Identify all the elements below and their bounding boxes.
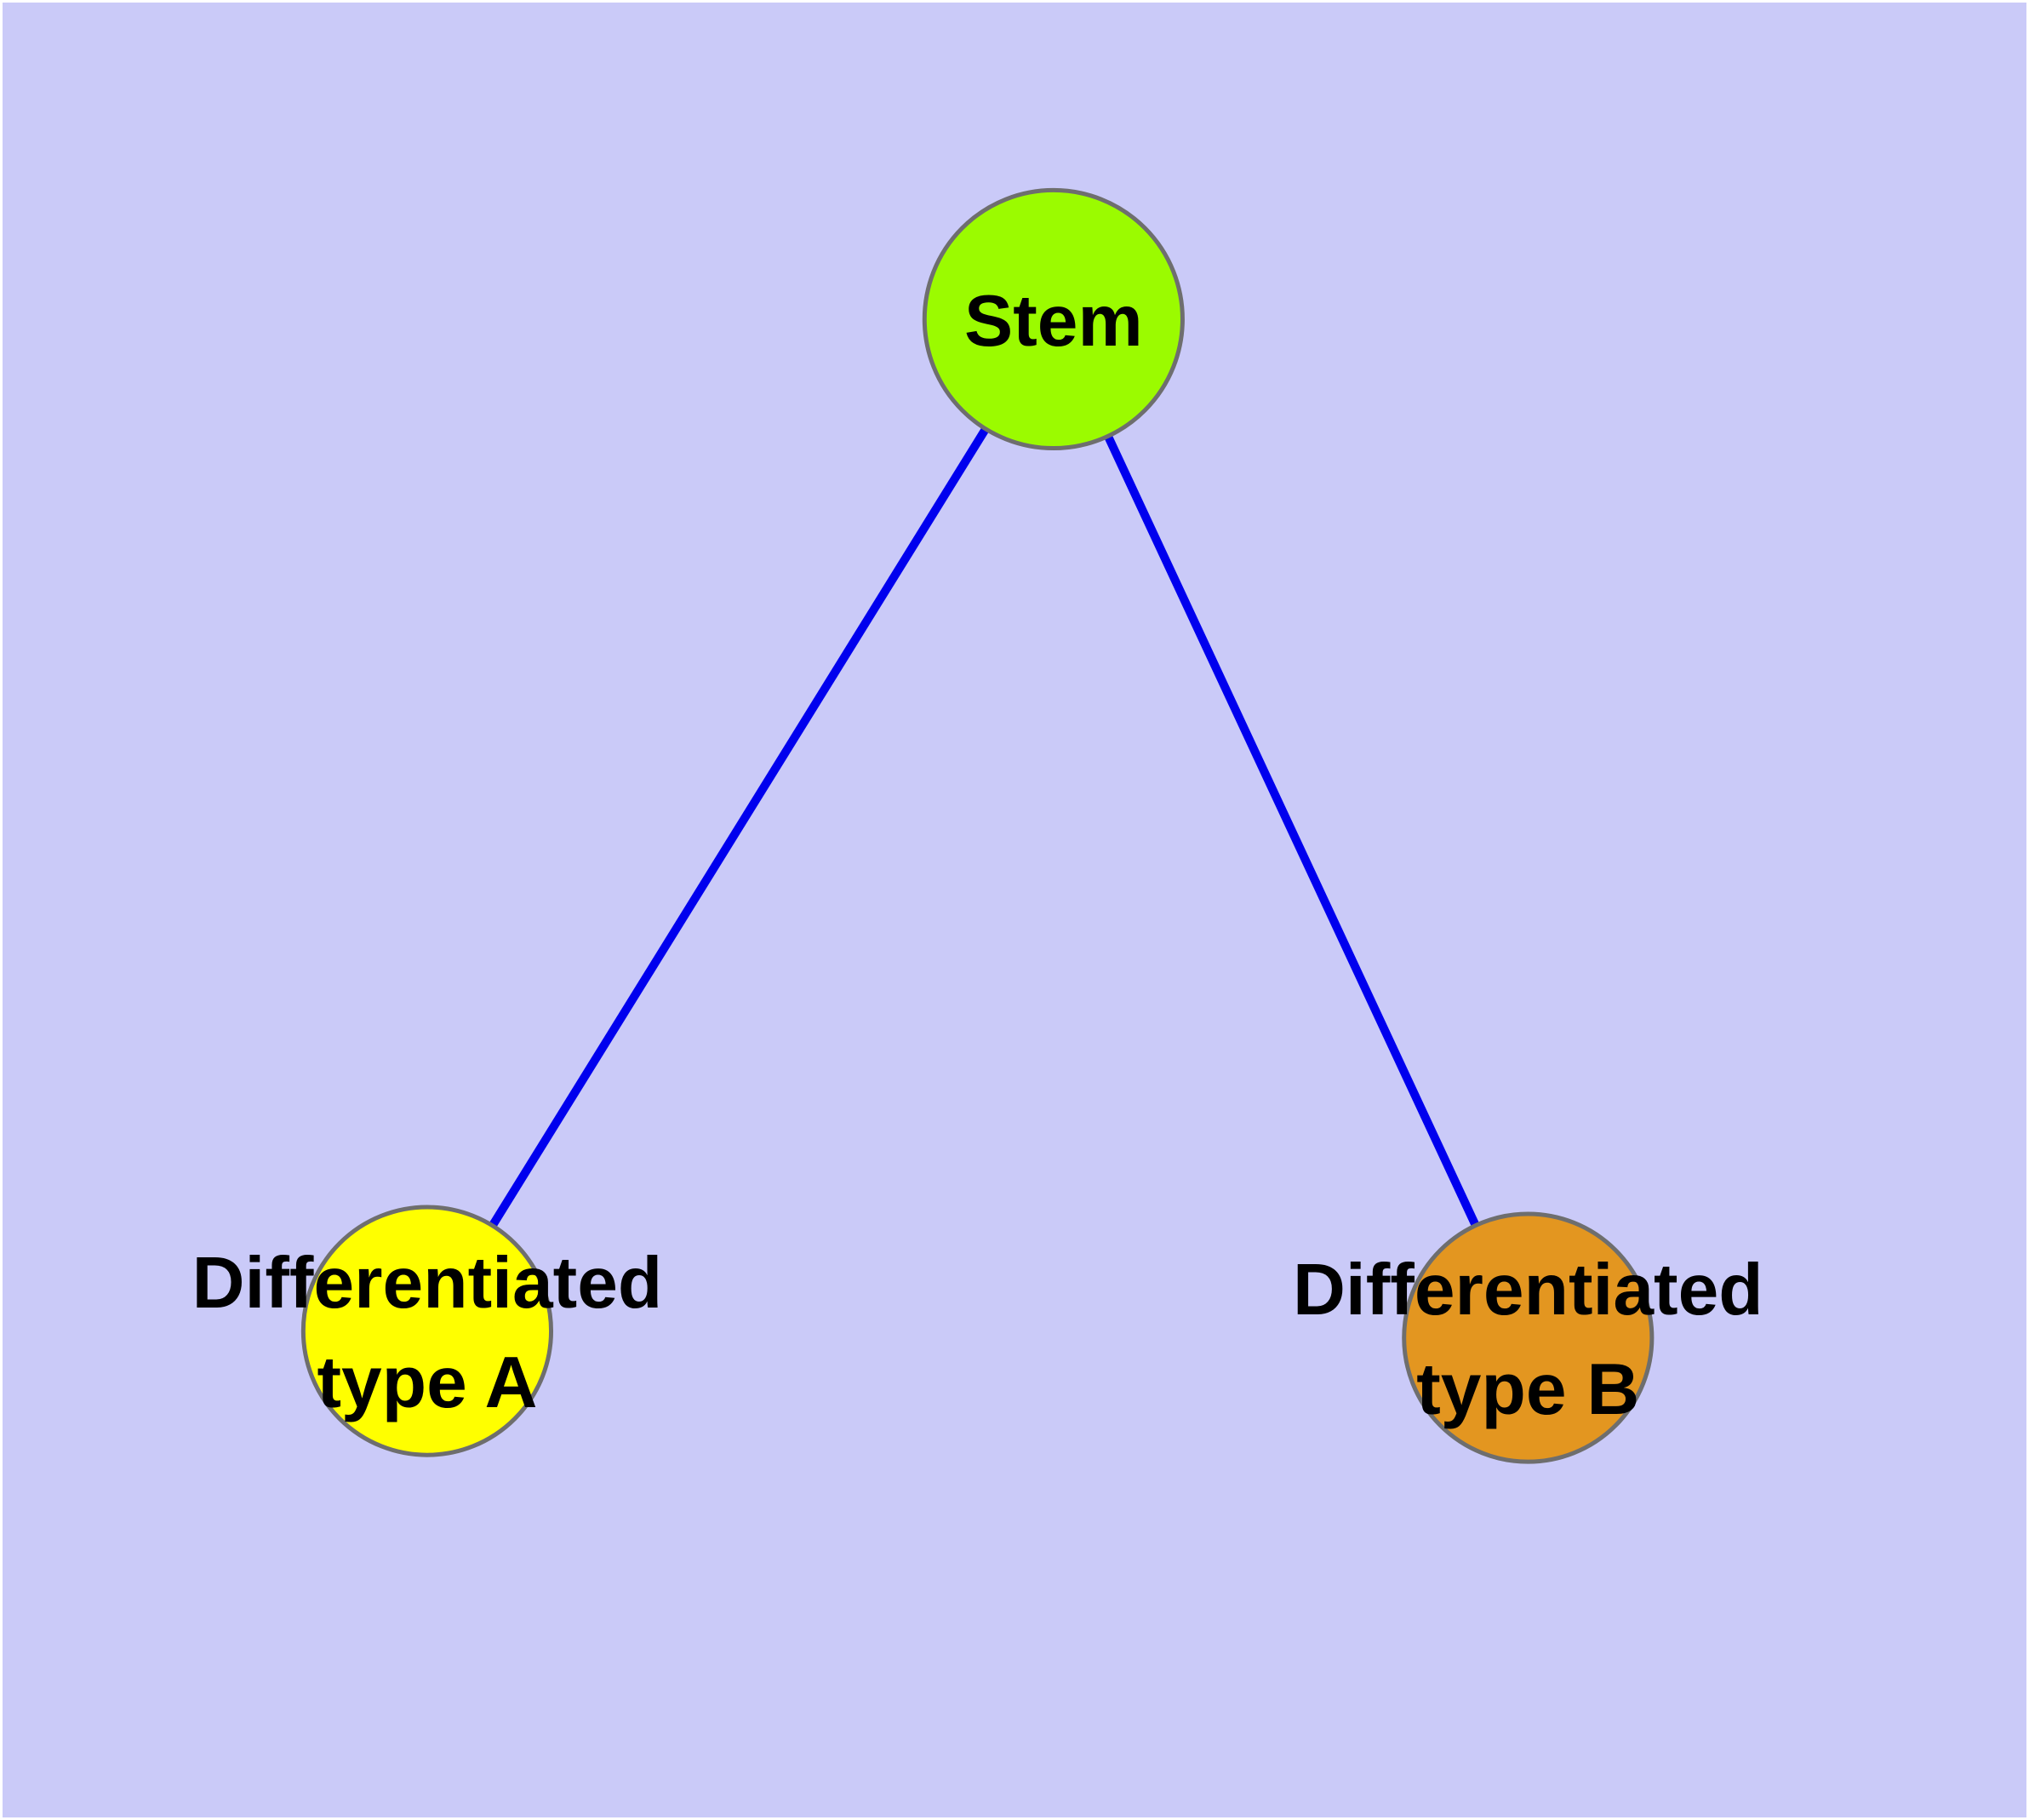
node-label-line: Differentiated — [1293, 1249, 1763, 1331]
node-label-line: type B — [1416, 1348, 1639, 1430]
node-label-line: type A — [317, 1342, 537, 1423]
node-diff-b — [1402, 1211, 1655, 1464]
node-label-stem: Stem — [964, 280, 1143, 362]
node-label-line: Stem — [964, 280, 1143, 362]
node-label-diff-b: Differentiated type B — [1293, 1249, 1763, 1430]
edges-layer — [423, 317, 1532, 1340]
node-diff-a — [300, 1205, 554, 1457]
edge-stem-to-diff-b — [1049, 317, 1532, 1340]
node-label-line: Differentiated — [192, 1242, 663, 1324]
node-label-diff-a: Differentiated type A — [192, 1242, 663, 1423]
edge-stem-to-diff-a — [423, 317, 1058, 1334]
node-stem — [922, 187, 1185, 451]
nodes-layer — [300, 187, 1655, 1464]
